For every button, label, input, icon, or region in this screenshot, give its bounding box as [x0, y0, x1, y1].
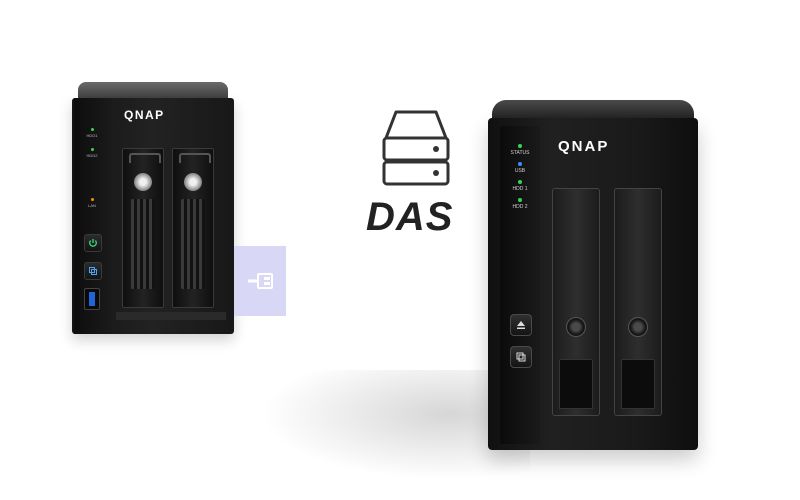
copy-button [510, 346, 532, 368]
brand-logo: QNAP [124, 108, 165, 122]
led-label: HDD 2 [512, 204, 528, 210]
bay-lock-icon [566, 317, 586, 337]
led-label: HDD 1 [512, 186, 528, 192]
power-button [84, 234, 102, 252]
drive-tray-1 [122, 148, 164, 308]
usb-connector-tab [234, 246, 286, 316]
tray-vent [181, 199, 205, 289]
bay-latch [559, 359, 593, 409]
led-label: STATUS [510, 150, 530, 156]
usb-plug-icon [248, 273, 273, 289]
drive-bay-1 [552, 188, 600, 416]
copy-button [84, 262, 102, 280]
das-top-cap [492, 100, 694, 122]
tray-lock-icon [134, 173, 152, 191]
led-indicator [90, 148, 94, 151]
led-status: STATUS [506, 144, 534, 156]
led-usb: USB [506, 162, 534, 174]
floor-shadow [260, 370, 530, 480]
led-label: HDD1 [86, 133, 98, 138]
nas-device-left: QNAP HDD1 HDD2 LAN [72, 82, 234, 337]
led-indicator [518, 198, 522, 202]
eject-button [510, 314, 532, 336]
hard-drive-stack-icon [382, 110, 450, 186]
led-indicator [90, 198, 94, 201]
tray-handle [179, 153, 211, 163]
brand-logo: QNAP [558, 138, 610, 155]
power-icon [89, 239, 97, 247]
tray-lock-icon [184, 173, 202, 191]
drive-tray-2 [172, 148, 214, 308]
drive-bay-2 [614, 188, 662, 416]
tray-handle [129, 153, 161, 163]
led-hdd1: HDD1 [80, 128, 104, 138]
led-lan: LAN [80, 198, 104, 208]
led-label: HDD2 [86, 153, 98, 158]
led-indicator [518, 144, 522, 148]
nas-base-bar [116, 312, 226, 320]
bay-latch [621, 359, 655, 409]
led-label: LAN [88, 203, 96, 208]
led-hdd2: HDD2 [80, 148, 104, 158]
das-control-strip [500, 126, 540, 444]
led-indicator [518, 162, 522, 166]
led-indicator [518, 180, 522, 184]
das-device-right: QNAP STATUS USB HDD 1 HDD 2 [488, 100, 698, 452]
copy-icon [516, 352, 526, 362]
led-label: USB [514, 168, 526, 174]
das-label: DAS [366, 195, 454, 239]
led-hdd2: HDD 2 [506, 198, 534, 210]
led-hdd1: HDD 1 [506, 180, 534, 192]
usb-port [84, 288, 100, 310]
tray-vent [131, 199, 155, 289]
eject-icon [517, 321, 525, 329]
copy-icon [89, 267, 97, 275]
bay-lock-icon [628, 317, 648, 337]
led-indicator [90, 128, 94, 131]
nas-top-cap [78, 82, 228, 100]
